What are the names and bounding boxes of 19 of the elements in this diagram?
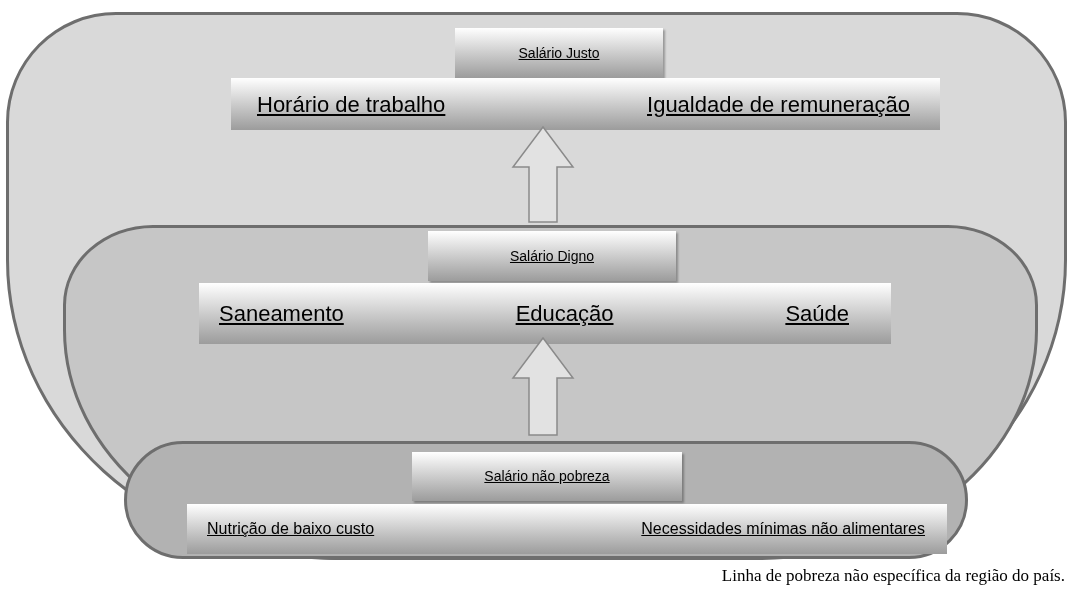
caption: Linha de pobreza não específica da região do país. xyxy=(721,565,1065,587)
underlined-label: Salário Digno xyxy=(509,246,595,266)
heading-box xyxy=(412,452,682,501)
content-bar xyxy=(199,283,891,344)
underlined-label: Necessidades mínimas não alimentares xyxy=(641,519,925,539)
underlined-label: Saúde xyxy=(785,300,849,328)
underlined-label: Salário Justo xyxy=(518,43,600,63)
underlined-label: Horário de trabalho xyxy=(257,90,446,119)
underlined-label: Educação xyxy=(515,300,614,328)
underlined-label: Nutrição de baixo custo xyxy=(207,519,375,539)
heading-box xyxy=(428,231,676,281)
underlined-label: Salário não pobreza xyxy=(484,467,610,486)
underlined-label: Saneamento xyxy=(219,300,344,328)
heading-box xyxy=(455,28,663,78)
content-bar xyxy=(231,78,940,130)
block-arrow xyxy=(511,336,575,436)
content-bar xyxy=(187,504,947,554)
block-arrow xyxy=(511,125,575,223)
underlined-label: Igualdade de remuneração xyxy=(647,90,910,119)
